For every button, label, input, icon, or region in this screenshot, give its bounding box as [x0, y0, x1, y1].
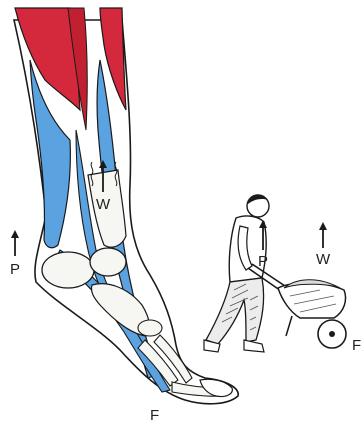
barrow-effort-label: P: [258, 254, 268, 269]
leg-effort-label: P: [10, 262, 20, 277]
barrow-load-arrowhead: [319, 222, 327, 230]
wheelbarrow-illustration: [204, 195, 346, 352]
man-trousers: [206, 278, 264, 344]
leg-load-label: W: [96, 197, 110, 212]
barrow-load-label: W: [316, 252, 330, 267]
man-shoe-right: [244, 340, 264, 352]
leg-fulcrum-label: F: [150, 408, 159, 423]
metatarsal-1: [138, 320, 162, 336]
leg-effort-arrowhead: [11, 230, 19, 238]
wheelbarrow-leg: [286, 316, 292, 336]
heel-bone: [42, 252, 94, 288]
wheelbarrow-hub: [329, 331, 335, 337]
barrow-fulcrum-label: F: [352, 338, 361, 353]
talus-bone: [90, 248, 126, 276]
